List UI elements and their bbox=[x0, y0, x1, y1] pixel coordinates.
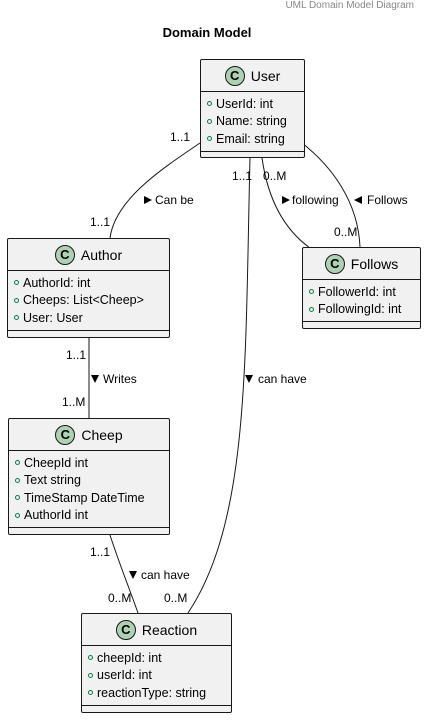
attribute-list: cheepId: int userId: int reactionType: s… bbox=[82, 646, 231, 706]
mult-user-follows-to: 0..M bbox=[334, 225, 358, 239]
class-header: C Author bbox=[8, 239, 169, 271]
attribute: AuthorId: int bbox=[14, 274, 163, 292]
label-can-have-cheep: can have bbox=[141, 568, 190, 582]
attribute: User: User bbox=[14, 309, 163, 327]
label-writes: Writes bbox=[103, 372, 137, 386]
public-visibility-icon bbox=[88, 690, 93, 696]
class-c-icon: C bbox=[324, 253, 345, 274]
public-visibility-icon bbox=[207, 101, 212, 107]
edge-user-follows-follows bbox=[301, 142, 361, 248]
mult-cheep-reaction-from: 1..1 bbox=[90, 545, 111, 559]
direction-arrow-can-have-user bbox=[245, 375, 253, 383]
label-can-be: Can be bbox=[155, 193, 194, 207]
public-visibility-icon bbox=[15, 477, 20, 483]
class-user: C User UserId: int Name: string Email: s… bbox=[200, 59, 305, 158]
attribute: Text string bbox=[15, 472, 163, 490]
diagram-caption: UML Domain Model Diagram bbox=[285, 0, 414, 11]
direction-arrow-can-have-cheep bbox=[129, 571, 137, 579]
attribute: UserId: int bbox=[207, 95, 298, 113]
class-cheep: C Cheep CheepId int Text string TimeStam… bbox=[8, 418, 170, 535]
class-c-icon: C bbox=[115, 619, 136, 640]
label-can-have-user: can have bbox=[258, 372, 307, 386]
class-name: Author bbox=[80, 246, 123, 263]
mult-user-author-to: 1..1 bbox=[90, 215, 111, 229]
attribute: Name: string bbox=[207, 113, 298, 131]
public-visibility-icon bbox=[309, 289, 314, 295]
public-visibility-icon bbox=[15, 512, 20, 518]
attribute: AuthorId int bbox=[15, 507, 163, 525]
class-name: Cheep bbox=[81, 426, 123, 443]
edge-user-author bbox=[109, 142, 201, 239]
label-follows: Follows bbox=[367, 193, 408, 207]
public-visibility-icon bbox=[207, 136, 212, 142]
public-visibility-icon bbox=[14, 280, 19, 286]
attribute-list: FollowerId: int FollowingId: int bbox=[303, 280, 420, 322]
attribute: reactionType: string bbox=[88, 684, 225, 702]
attribute: userId: int bbox=[88, 667, 225, 685]
class-name: User bbox=[250, 67, 281, 84]
mult-author-cheep-to: 1..M bbox=[62, 395, 86, 409]
class-c-icon: C bbox=[55, 424, 76, 445]
direction-arrow-writes bbox=[91, 375, 99, 383]
edge-cheep-reaction bbox=[109, 534, 139, 614]
public-visibility-icon bbox=[207, 118, 212, 124]
class-header: C Cheep bbox=[9, 419, 169, 451]
direction-arrow-follows bbox=[354, 196, 362, 204]
class-name: Follows bbox=[350, 255, 399, 272]
class-c-icon: C bbox=[54, 244, 75, 265]
mult-user-author-from: 1..1 bbox=[170, 130, 191, 144]
attribute: Email: string bbox=[207, 130, 298, 148]
class-reaction: C Reaction cheepId: int userId: int reac… bbox=[81, 613, 232, 713]
direction-arrow-can-be bbox=[144, 196, 152, 204]
class-name: Reaction bbox=[141, 621, 198, 638]
attribute: cheepId: int bbox=[88, 649, 225, 667]
public-visibility-icon bbox=[15, 460, 20, 466]
edge-user-reaction bbox=[187, 157, 251, 614]
attribute-list: AuthorId: int Cheeps: List<Cheep> User: … bbox=[8, 271, 169, 331]
public-visibility-icon bbox=[88, 655, 93, 661]
public-visibility-icon bbox=[88, 672, 93, 678]
edge-user-follows-following bbox=[261, 157, 311, 249]
public-visibility-icon bbox=[14, 315, 19, 321]
mult-user-reaction-from: 1..1 bbox=[232, 169, 253, 183]
attribute: FollowingId: int bbox=[309, 301, 414, 319]
class-c-icon: C bbox=[224, 65, 245, 86]
direction-arrow-following bbox=[282, 196, 290, 204]
label-following: following bbox=[292, 193, 339, 207]
public-visibility-icon bbox=[14, 297, 19, 303]
class-header: C Follows bbox=[303, 248, 420, 280]
attribute-list: CheepId int Text string TimeStamp DateTi… bbox=[9, 451, 169, 528]
class-header: C Reaction bbox=[82, 614, 231, 646]
attribute: CheepId int bbox=[15, 454, 163, 472]
class-author: C Author AuthorId: int Cheeps: List<Chee… bbox=[7, 238, 170, 338]
mult-user-follows-from: 0..M bbox=[263, 169, 287, 183]
class-header: C User bbox=[201, 60, 304, 92]
attribute-list: UserId: int Name: string Email: string bbox=[201, 92, 304, 152]
public-visibility-icon bbox=[15, 495, 20, 501]
attribute: Cheeps: List<Cheep> bbox=[14, 292, 163, 310]
mult-user-reaction-to: 0..M bbox=[164, 591, 188, 605]
public-visibility-icon bbox=[309, 306, 314, 312]
diagram-title: Domain Model bbox=[162, 25, 252, 40]
mult-cheep-reaction-to: 0..M bbox=[108, 591, 132, 605]
attribute: FollowerId: int bbox=[309, 283, 414, 301]
mult-author-cheep-from: 1..1 bbox=[66, 348, 87, 362]
class-follows: C Follows FollowerId: int FollowingId: i… bbox=[302, 247, 421, 329]
attribute: TimeStamp DateTime bbox=[15, 489, 163, 507]
